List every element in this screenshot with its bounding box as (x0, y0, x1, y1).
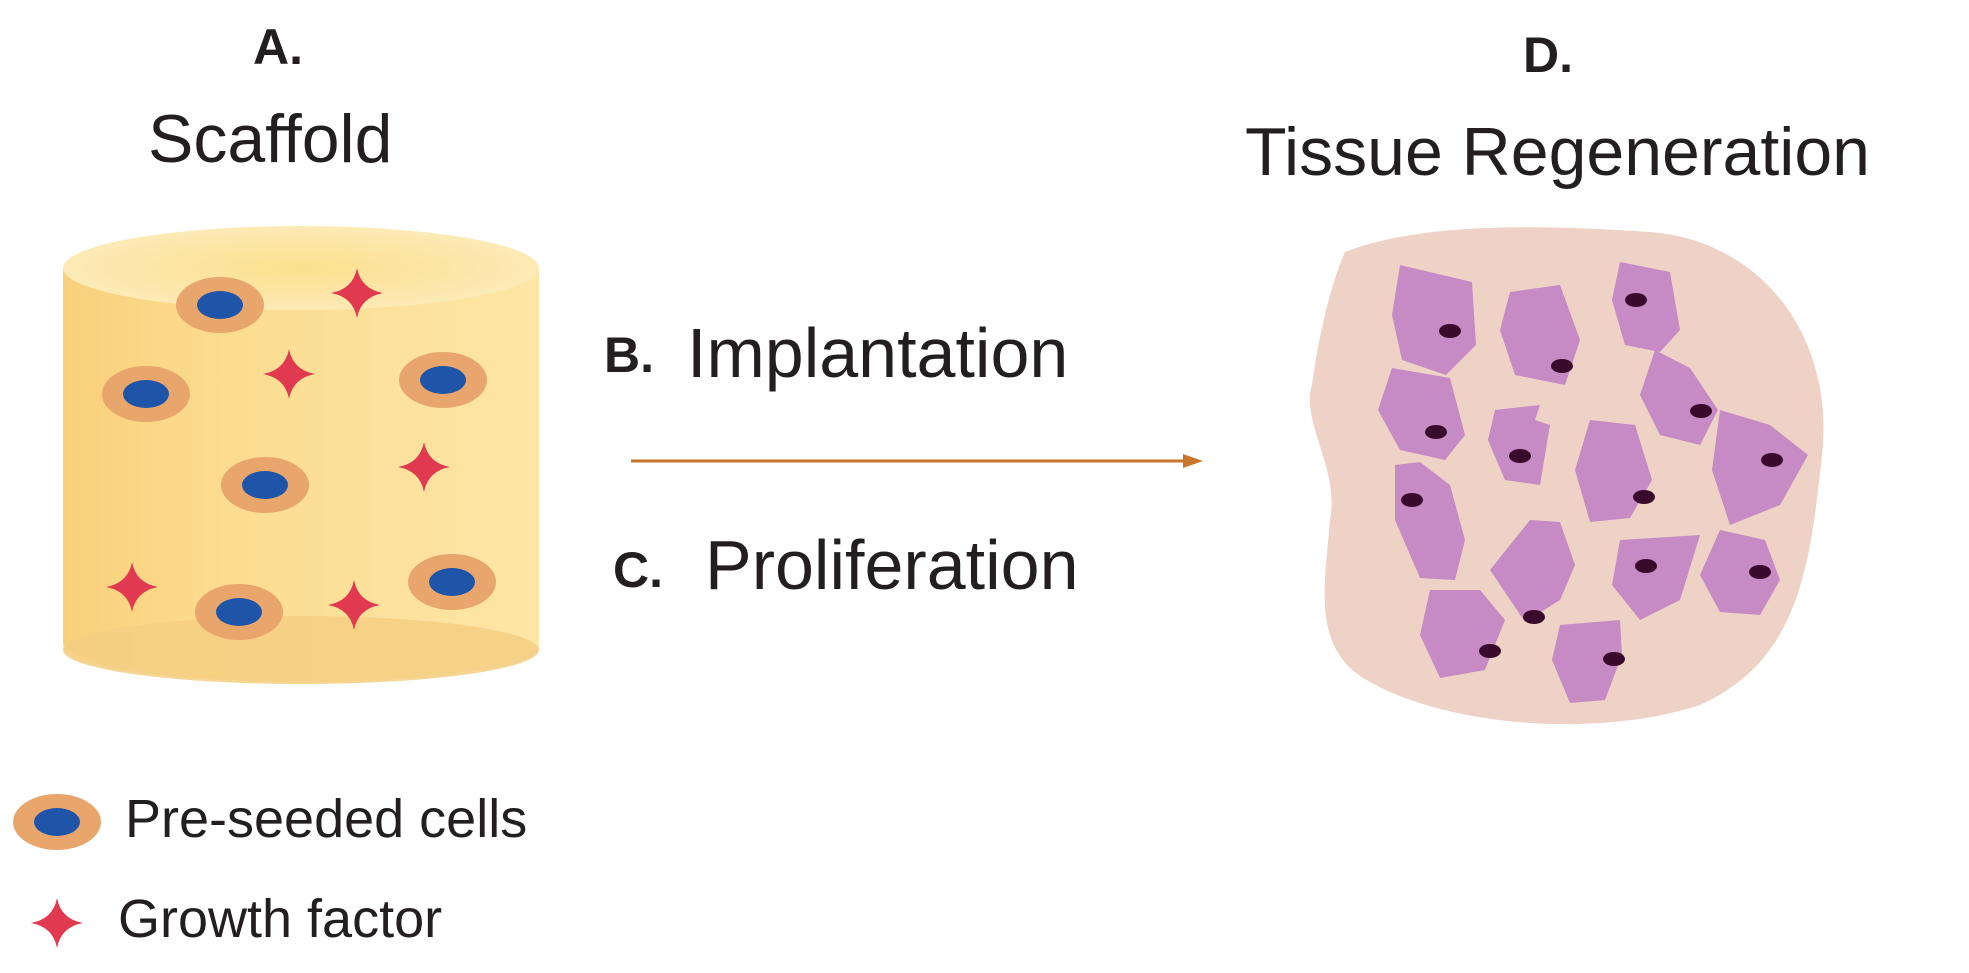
tissue-cell (1392, 265, 1476, 375)
step-c-text: Proliferation (705, 526, 1079, 604)
tissue-regeneration-graphic (1309, 227, 1824, 725)
cell-icon (408, 554, 496, 610)
scaffold-growth-factors (106, 268, 450, 630)
tissue-nuclei (1401, 293, 1783, 666)
scaffold-cylinder (63, 226, 539, 684)
scaffold-step-letter: A. (253, 19, 303, 75)
tissue-cell (1490, 520, 1575, 622)
tissue-cell (1575, 420, 1652, 522)
scaffold-top (63, 226, 539, 310)
tissue-title: Tissue Regeneration (1245, 114, 1870, 190)
cell-icon (102, 366, 190, 422)
legend-cell-icon (13, 794, 101, 850)
tissue-cell (1612, 262, 1680, 352)
arrow-right-icon (1183, 454, 1203, 468)
star-icon (398, 442, 450, 492)
star-icon (331, 268, 383, 318)
tissue-step-letter: D. (1523, 27, 1573, 83)
legend-star-icon (31, 898, 83, 948)
tissue-cell (1640, 350, 1718, 445)
scaffold-title: Scaffold (148, 101, 393, 177)
star-icon (106, 562, 158, 612)
star-icon (263, 349, 315, 399)
tissue-cell (1712, 410, 1808, 525)
process-arrow (631, 454, 1203, 468)
tissue-cell (1552, 620, 1622, 703)
tissue-cell (1612, 535, 1700, 620)
tissue-cell (1700, 530, 1780, 615)
tissue-cell (1488, 405, 1550, 485)
legend-cells-label: Pre-seeded cells (125, 789, 528, 849)
scaffold-bottom-shade (63, 616, 539, 684)
cell-icon (221, 457, 309, 513)
cell-icon (176, 277, 264, 333)
step-b-text: Implantation (687, 314, 1069, 392)
step-b-letter: B. (604, 327, 654, 383)
legend-growth-label: Growth factor (118, 889, 443, 949)
step-c-letter: C. (613, 542, 663, 598)
cell-icon (399, 352, 487, 408)
star-icon (328, 580, 380, 630)
tissue-cell (1395, 462, 1465, 580)
cell-icon (195, 584, 283, 640)
scaffold-cells (102, 277, 496, 640)
